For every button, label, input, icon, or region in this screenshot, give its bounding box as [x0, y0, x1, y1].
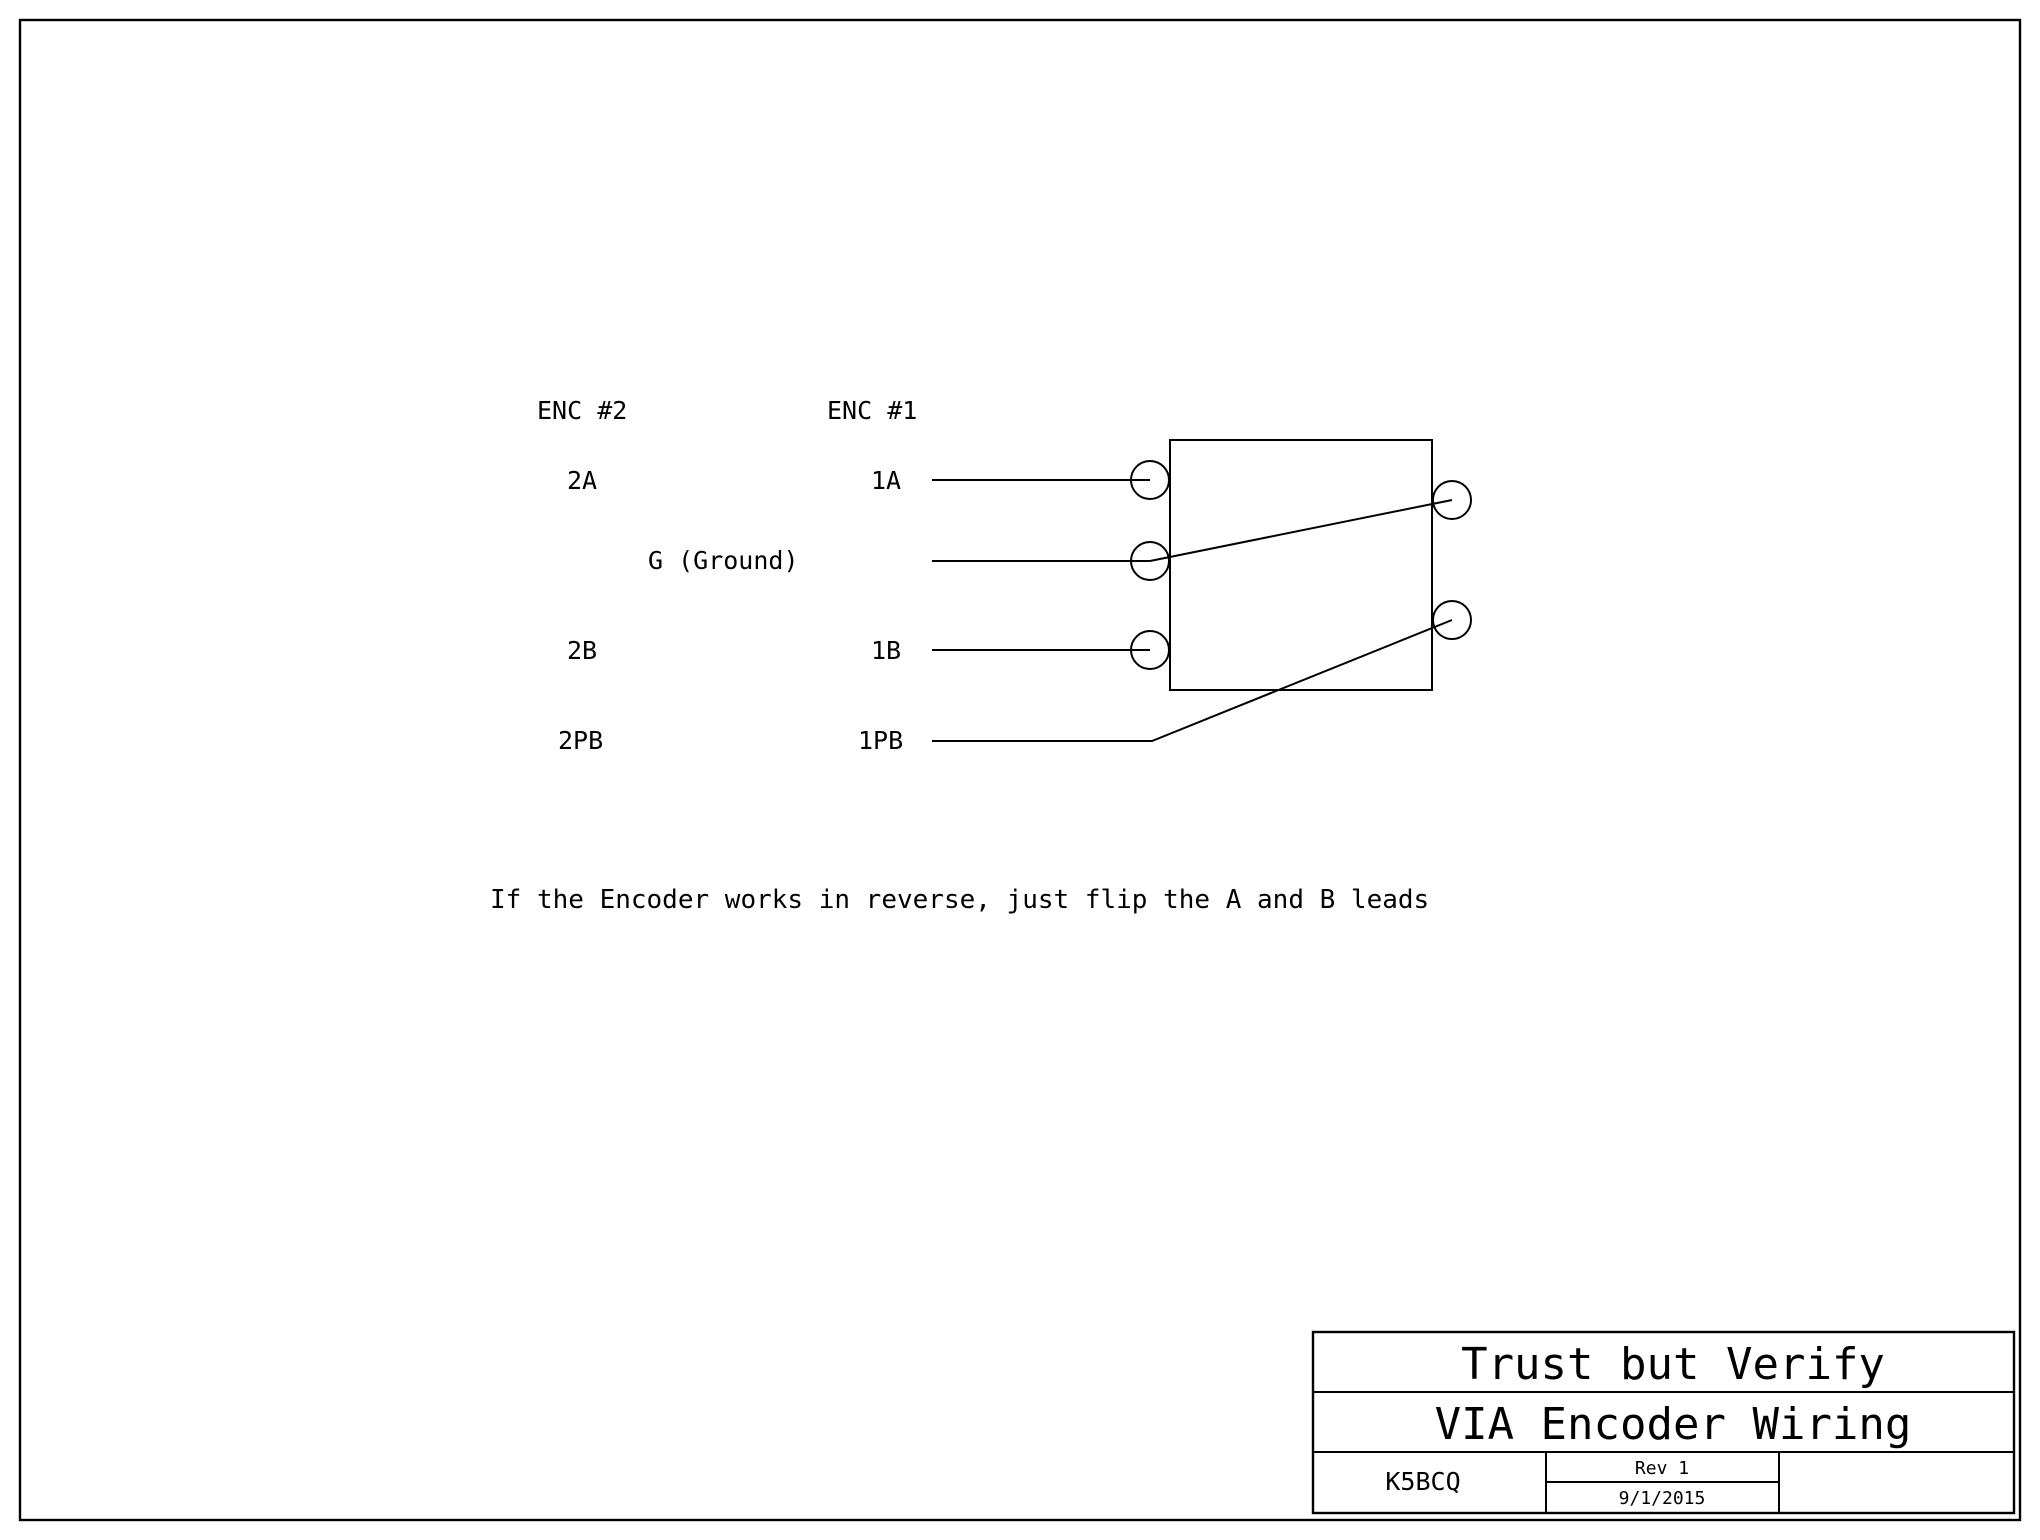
date-text: 9/1/2015	[1619, 1488, 1706, 1509]
author-text: K5BCQ	[1385, 1467, 1460, 1496]
reverse-note: If the Encoder works in reverse, just fl…	[490, 885, 1429, 915]
wire-ground-to-switch	[1149, 499, 1453, 562]
pin-label-2a: 2A	[567, 466, 597, 495]
ground-label: G (Ground)	[648, 546, 799, 575]
title-block	[1311, 1330, 2016, 1515]
enc2-header: ENC #2	[537, 396, 627, 425]
terminal-switch-1	[1432, 480, 1472, 520]
revision-text: Rev 1	[1635, 1458, 1689, 1479]
sheet-border	[18, 18, 2022, 1522]
pin-label-1b: 1B	[871, 636, 901, 665]
title-text: Trust but Verify	[1461, 1339, 1885, 1390]
pin-label-1pb: 1PB	[858, 726, 903, 755]
terminal-switch-2	[1432, 600, 1472, 640]
pin-label-2pb: 2PB	[558, 726, 603, 755]
pin-label-1a: 1A	[871, 466, 901, 495]
subtitle-text: VIA Encoder Wiring	[1435, 1399, 1912, 1450]
wire-pushbutton	[932, 619, 1453, 742]
pin-label-2b: 2B	[567, 636, 597, 665]
encoder-body	[1169, 439, 1433, 691]
enc1-header: ENC #1	[827, 396, 917, 425]
